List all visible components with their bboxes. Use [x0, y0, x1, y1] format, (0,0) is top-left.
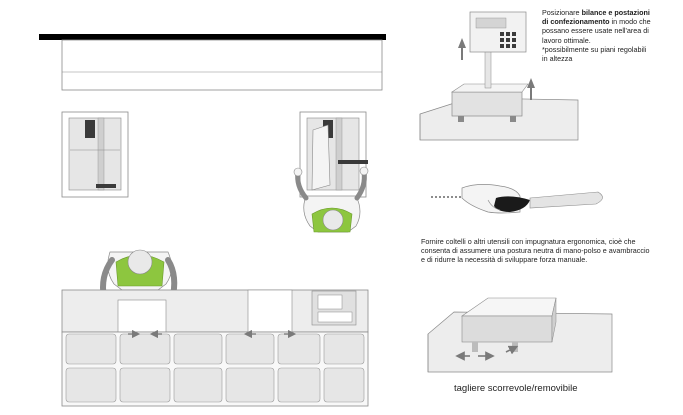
note-text: in altezza [542, 54, 573, 64]
slicer-top-view-right [299, 111, 368, 198]
note-bold: di confezionamento [542, 17, 610, 27]
sliding-cutting-board [427, 297, 613, 373]
platform-scale [419, 11, 579, 141]
slicer-top-view-left [61, 111, 129, 198]
note-text: Fornire coltelli o altri utensili con im… [421, 237, 636, 246]
height-adjust-arrows [458, 38, 535, 100]
worker-at-slicer [293, 166, 369, 233]
overhead-shelf [61, 39, 383, 91]
note-text: lavoro ottimale. [542, 35, 591, 45]
counter-top-view [61, 289, 369, 333]
worker-at-counter [99, 249, 178, 307]
top-rail [39, 34, 386, 40]
sliding-board-caption: tagliere scorrevole/removibile [454, 383, 578, 394]
note-text: consenta di assumere una postura neutra … [421, 246, 650, 256]
note-text: Posizionare [542, 8, 582, 17]
note-bold: bilance e postazioni [581, 8, 650, 17]
knife-handle-note: Fornire coltelli o altri utensili con im… [421, 237, 683, 265]
ergonomic-knife-hand [431, 184, 603, 214]
display-trays [61, 329, 369, 407]
scale-placement-note: Posizionare bilance e postazioni di conf… [542, 8, 682, 63]
note-text: in modo che [609, 17, 651, 27]
note-text: *possibilmente su piani regolabili [542, 44, 647, 54]
note-text: possano essere usate nell'area di [542, 26, 649, 36]
note-text: e di ridurre la necessità di sviluppare … [421, 255, 588, 265]
